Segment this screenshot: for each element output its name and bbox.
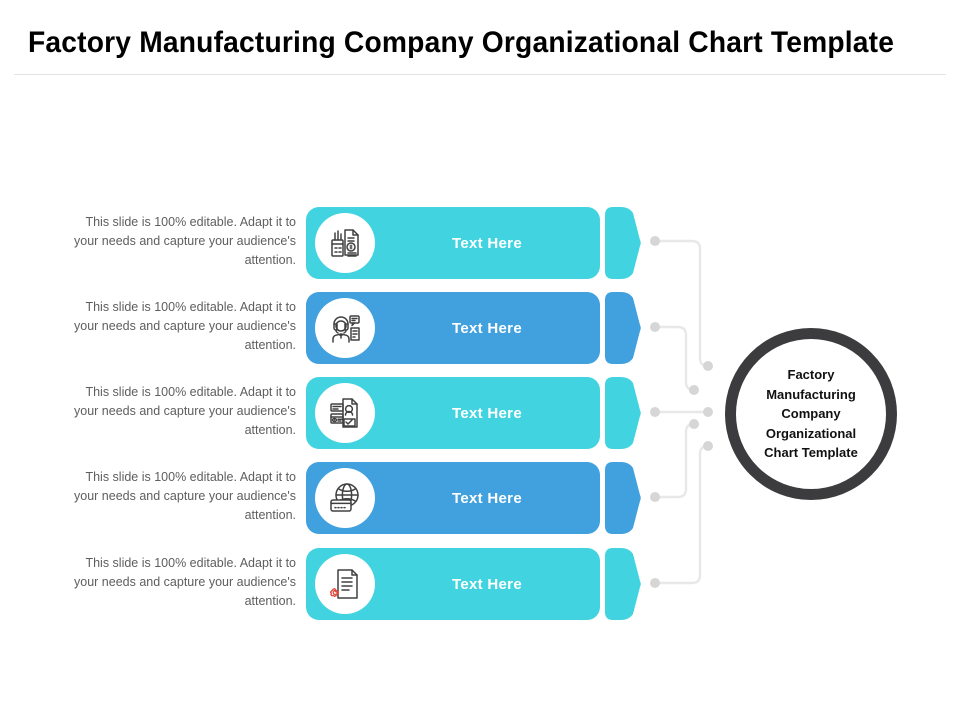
chart-row-5: This slide is 100% editable. Adapt it to…: [70, 548, 641, 620]
row-bar-label-3: Text Here: [452, 404, 522, 422]
row-description-2: This slide is 100% editable. Adapt it to…: [74, 300, 296, 352]
connector-dot-left-4: [650, 492, 660, 502]
row-arrow-tab-3[interactable]: [605, 377, 641, 449]
row-bar-label-5: Text Here: [452, 575, 522, 593]
connector-dot-hub-4: [689, 419, 699, 429]
connector-path-2: [653, 325, 696, 392]
row-bar-1[interactable]: Text Here: [306, 207, 600, 279]
row-bar-label-2: Text Here: [452, 319, 522, 337]
row-bar-2[interactable]: Text Here: [306, 292, 600, 364]
row-bar-5[interactable]: Text Here: [306, 548, 600, 620]
row-arrow-tab-4[interactable]: [605, 462, 641, 534]
slide-header: Factory Manufacturing Company Organizati…: [0, 0, 960, 75]
connector-dot-hub-2: [689, 385, 699, 395]
row-description-5: This slide is 100% editable. Adapt it to…: [74, 556, 296, 608]
connector-path-5: [653, 444, 710, 585]
row-bar-label-4: Text Here: [452, 489, 522, 507]
row-arrow-tab-1[interactable]: [605, 207, 641, 279]
row-description-1: This slide is 100% editable. Adapt it to…: [74, 215, 296, 267]
connector-dot-left-5: [650, 578, 660, 588]
connector-dot-hub-3: [703, 407, 713, 417]
connector-path-4: [653, 422, 696, 499]
connector-dots-group: [650, 236, 713, 588]
connector-dot-left-3: [650, 407, 660, 417]
document-settings-gear-icon: [315, 554, 375, 614]
invoice-calculator-icon: [315, 213, 375, 273]
row-bar-label-1: Text Here: [452, 234, 522, 252]
row-description-4: This slide is 100% editable. Adapt it to…: [74, 470, 296, 522]
globe-credit-card-icon: [315, 468, 375, 528]
connector-dot-hub-5: [703, 441, 713, 451]
center-hub-label: Factory Manufacturing Company Organizati…: [764, 367, 858, 461]
connector-dot-left-1: [650, 236, 660, 246]
chart-row-1: This slide is 100% editable. Adapt it to…: [70, 207, 641, 279]
row-arrow-tab-2[interactable]: [605, 292, 641, 364]
connector-dot-hub-1: [703, 361, 713, 371]
connector-path-1: [653, 239, 710, 368]
document-profile-card-icon: [315, 383, 375, 443]
chart-row-4: This slide is 100% editable. Adapt it to…: [70, 462, 641, 534]
center-hub-circle[interactable]: Factory Manufacturing Company Organizati…: [725, 328, 897, 500]
row-arrow-tab-5[interactable]: [605, 548, 641, 620]
row-bar-3[interactable]: Text Here: [306, 377, 600, 449]
row-bar-4[interactable]: Text Here: [306, 462, 600, 534]
header-divider: [14, 74, 946, 75]
connector-dot-left-2: [650, 322, 660, 332]
chart-row-2: This slide is 100% editable. Adapt it to…: [70, 292, 641, 364]
page-title: Factory Manufacturing Company Organizati…: [28, 26, 895, 59]
support-agent-headset-icon: [315, 298, 375, 358]
chart-row-3: This slide is 100% editable. Adapt it to…: [70, 377, 641, 449]
row-description-3: This slide is 100% editable. Adapt it to…: [74, 385, 296, 437]
